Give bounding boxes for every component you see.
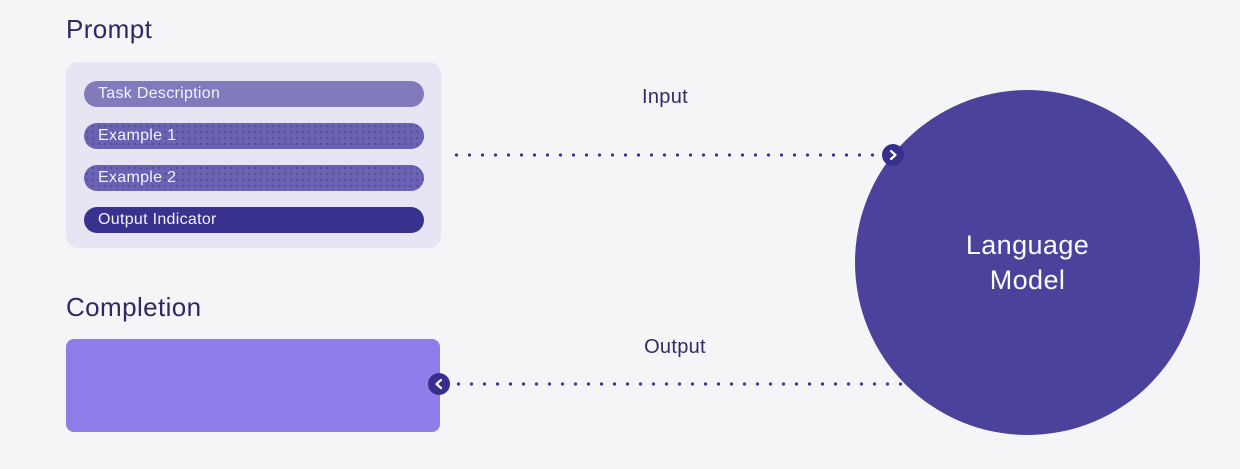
chevron-left-icon [434,378,444,390]
language-model-label-line2: Model [989,264,1066,295]
completion-box [66,339,440,432]
language-model-label-line1: Language [965,230,1090,261]
prompt-block-label: Task Description [98,85,221,102]
prompt-block-example-1: Example 1 [84,123,424,149]
language-model-label: Language Model [966,228,1089,296]
input-dotted-line [450,153,878,157]
prompt-block-output-indicator: Output Indicator [84,207,424,233]
language-model-node: Language Model [855,90,1200,435]
output-dotted-line [452,382,907,386]
prompt-block-label: Output Indicator [98,211,217,228]
output-arrow-badge [428,373,450,395]
input-flow-label: Input [642,86,688,108]
prompt-block-example-2: Example 2 [84,165,424,191]
completion-section-title: Completion [66,292,202,322]
prompt-block-label: Example 2 [98,169,177,186]
chevron-right-icon [888,149,898,161]
output-flow-label: Output [644,336,706,358]
prompt-block-task-description: Task Description [84,81,424,107]
input-arrow-badge [882,144,904,166]
prompt-panel: Task Description Example 1 Example 2 Out… [66,62,441,248]
prompt-block-label: Example 1 [98,127,177,144]
prompt-section-title: Prompt [66,14,153,44]
